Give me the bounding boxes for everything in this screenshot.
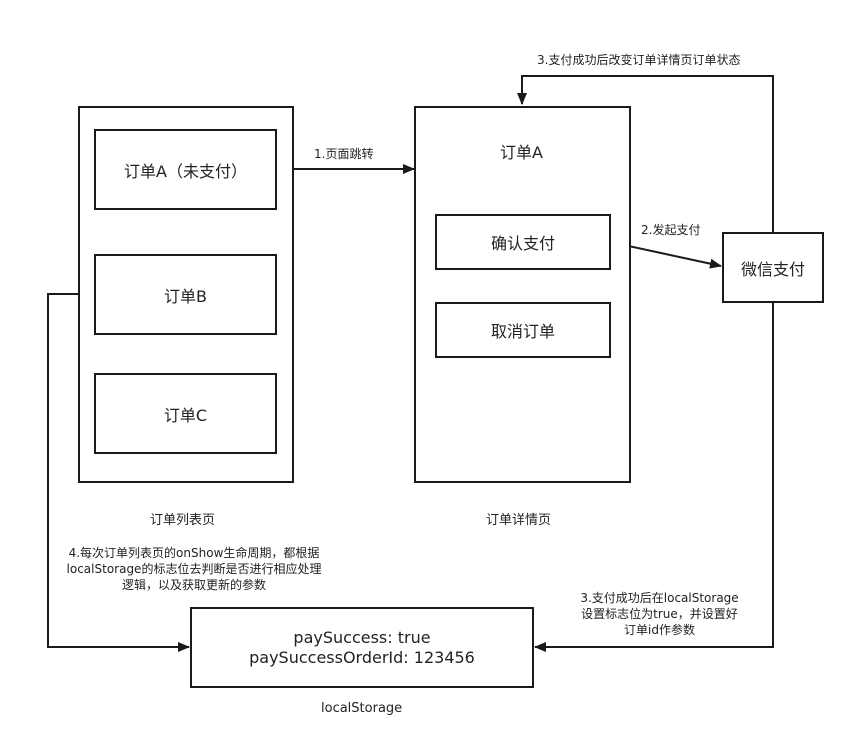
edge-step3-bottom-line2: 设置标志位为true，并设置好 [581, 607, 738, 621]
edge-step3-bottom-line3: 订单id作参数 [624, 623, 695, 637]
wechat-pay-box: 微信支付 [722, 232, 824, 303]
edge-step2-label: 2.发起支付 [641, 223, 701, 237]
cancel-order-label: 取消订单 [490, 322, 555, 341]
edge-step4-label: 4.每次订单列表页的onShow生命周期，都根据 localStorage的标志… [44, 545, 344, 593]
local-storage-label: localStorage [321, 701, 403, 716]
edge-step3-bottom [534, 302, 774, 652]
order-item-c: 订单C [94, 373, 277, 454]
edge-step3-bottom-line1: 3.支付成功后在localStorage [580, 591, 739, 605]
order-detail-title: 订单A [500, 143, 543, 162]
edge-step4-line3: 逻辑，以及获取更新的参数 [121, 578, 266, 592]
order-list-page-label: 订单列表页 [150, 513, 216, 528]
edge-step1-label: 1.页面跳转 [314, 147, 374, 161]
order-item-a: 订单A（未支付） [94, 129, 277, 210]
order-item-a-label: 订单A（未支付） [124, 161, 247, 181]
order-item-b: 订单B [94, 254, 277, 335]
confirm-pay-label: 确认支付 [490, 234, 555, 253]
order-item-b-label: 订单B [164, 286, 207, 306]
edge-step3-bottom-label: 3.支付成功后在localStorage 设置标志位为true，并设置好 订单i… [567, 590, 752, 638]
cancel-order-box: 取消订单 [435, 302, 611, 358]
edge-step4 [47, 293, 190, 652]
edge-step4-line2: localStorage的标志位去判断是否进行相应处理 [66, 562, 322, 576]
order-item-c-label: 订单C [163, 405, 208, 425]
local-storage-line2: paySuccessOrderId: 123456 [249, 647, 475, 667]
order-detail-page-label: 订单详情页 [486, 513, 552, 528]
confirm-pay-box: 确认支付 [435, 214, 611, 270]
edge-step4-line1: 4.每次订单列表页的onShow生命周期，都根据 [68, 546, 320, 560]
edge-step3-top-label: 3.支付成功后改变订单详情页订单状态 [537, 53, 741, 67]
local-storage-line1: paySuccess: true [293, 627, 431, 647]
local-storage-box: paySuccess: true paySuccessOrderId: 1234… [190, 607, 534, 688]
order-detail-page [414, 106, 631, 483]
wechat-pay-label: 微信支付 [740, 259, 805, 279]
edge-step3-top [517, 75, 774, 233]
